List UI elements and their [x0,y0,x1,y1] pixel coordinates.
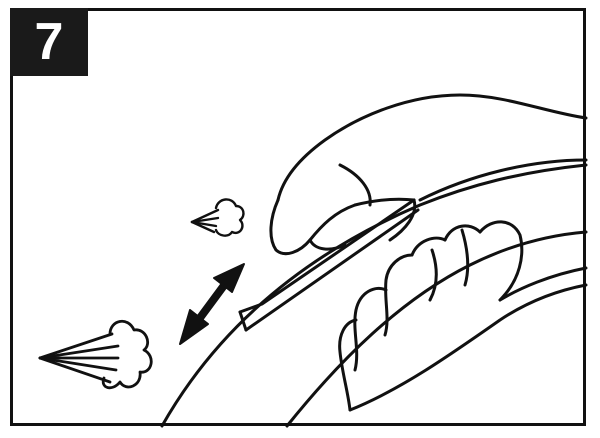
hand-gripping-edge-icon [271,95,586,254]
puff-small-icon [192,199,243,235]
puff-large-icon [40,321,151,388]
supporting-hand-icon [340,222,586,410]
double-arrow-icon [180,264,244,344]
step-number-badge: 7 [10,8,88,76]
surface-edge [162,165,586,426]
